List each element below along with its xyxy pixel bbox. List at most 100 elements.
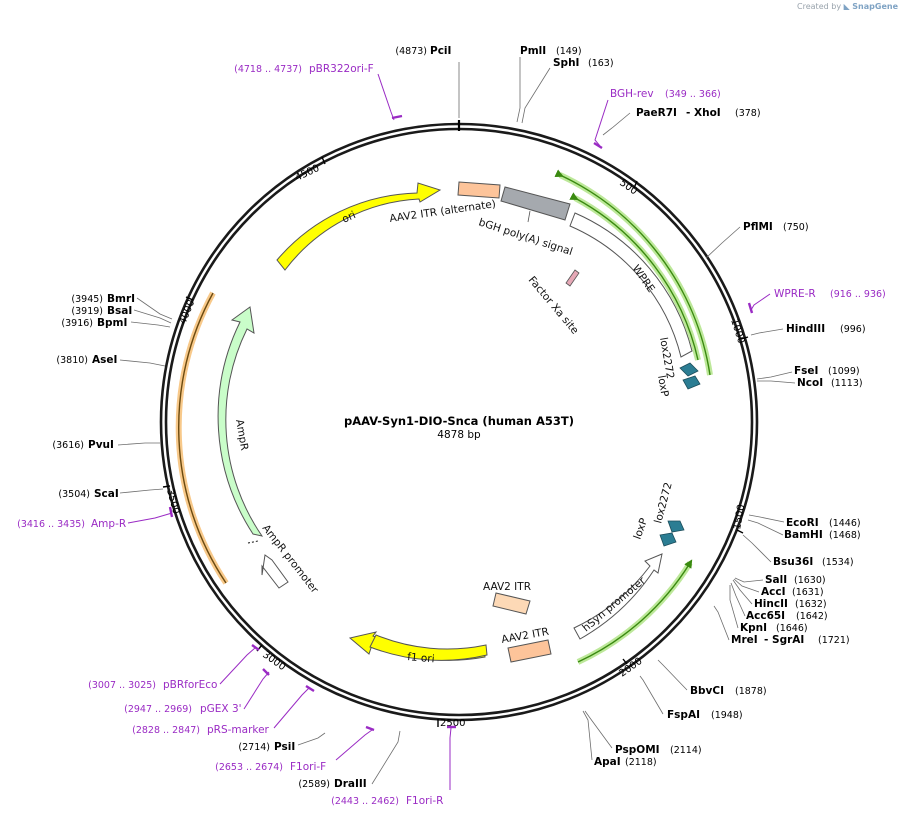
primer-pbrforeco-bar <box>251 644 260 651</box>
site-name-sali[interactable]: SalI <box>765 574 787 586</box>
feature-label-factor-xa: Factor Xa site <box>526 274 581 336</box>
site-pos-bsai: (3919) <box>71 306 103 317</box>
primer-wpre-r-line <box>750 293 771 311</box>
site-name-sphi[interactable]: SphI <box>553 57 579 69</box>
feature-hsyn-promoter[interactable] <box>573 553 663 640</box>
primer-range-bgh-rev: (349 .. 366) <box>665 89 721 100</box>
feature-loxp-lower[interactable] <box>659 532 677 547</box>
feature-bgh-polya[interactable] <box>500 186 571 221</box>
site-name-bamhi[interactable]: BamHI <box>784 529 823 541</box>
site-name-scai[interactable]: ScaI <box>94 488 119 500</box>
site-pos-acc65i: (1642) <box>796 611 828 622</box>
tick-500 <box>633 180 638 189</box>
leader-acc65i <box>730 582 746 617</box>
feature-aav2-itr-lower[interactable] <box>507 639 552 663</box>
feature-label-lox2272-lower: lox2272 <box>652 481 674 525</box>
site-name-pcii[interactable]: PciI <box>430 45 451 57</box>
site-name-pmli[interactable]: PmlI <box>520 45 546 57</box>
feature-loxp-upper[interactable] <box>682 375 701 390</box>
site-pos-sgrai: (1721) <box>818 635 850 646</box>
site-pos-sali: (1630) <box>794 575 826 586</box>
site-name-acci[interactable]: AccI <box>761 586 785 598</box>
site-name-bsai[interactable]: BsaI <box>107 305 132 317</box>
feature-label-ori: ori <box>340 209 357 226</box>
site-name-asei[interactable]: AseI <box>92 354 117 366</box>
feature-aav2-itr-alternate[interactable] <box>457 181 501 199</box>
site-name-ncoi[interactable]: NcoI <box>797 377 823 389</box>
site-name-bbvci[interactable]: BbvCI <box>690 685 724 697</box>
primer-name-f1ori-f[interactable]: F1ori-F <box>290 761 326 773</box>
feature-ampr[interactable] <box>217 306 264 537</box>
tick-4000 <box>185 296 194 301</box>
orf-arrow-upper-inner <box>569 192 699 361</box>
site-name-hincii[interactable]: HincII <box>754 598 788 610</box>
site-name-fsei[interactable]: FseI <box>794 365 818 377</box>
site-pos-asei: (3810) <box>56 355 88 366</box>
site-name-paer7i[interactable]: PaeR7I <box>636 107 677 119</box>
site-name-sgrai[interactable]: - SgrAI <box>764 634 804 646</box>
snapgene-logo-icon: ◣ <box>843 2 850 11</box>
leader-sphi <box>521 67 551 124</box>
site-name-bpmi[interactable]: BpmI <box>97 317 127 329</box>
primer-pgex3-line <box>243 671 270 710</box>
feature-lox2272-upper[interactable] <box>679 362 699 377</box>
primer-range-f1ori-r: (2443 .. 2462) <box>331 796 399 807</box>
site-name-pspomi[interactable]: PspOMI <box>615 744 660 756</box>
primer-wpre-r-bar <box>747 302 754 314</box>
site-name-acc65i[interactable]: Acc65I <box>746 610 785 622</box>
primer-name-f1ori-r[interactable]: F1ori-R <box>406 795 443 807</box>
site-name-xhoi[interactable]: - XhoI <box>686 107 721 119</box>
site-name-ecori[interactable]: EcoRI <box>786 517 819 529</box>
site-name-draiii[interactable]: DraIII <box>334 778 367 790</box>
primer-name-amp-r[interactable]: Amp-R <box>91 518 126 530</box>
tick-label-3500: 3500 <box>164 488 181 515</box>
leader-bmri <box>136 297 173 320</box>
primer-name-wpre-r[interactable]: WPRE-R <box>774 288 816 300</box>
leader-pspomi <box>584 710 613 749</box>
site-name-mrei[interactable]: MreI <box>731 634 758 646</box>
credit-brand: SnapGene <box>852 2 898 11</box>
feature-ampr-promoter[interactable] <box>261 554 289 589</box>
primer-bgh-rev-bar <box>593 141 603 150</box>
leader-mrei <box>713 605 730 641</box>
primer-name-pbrforeco[interactable]: pBRforEco <box>163 679 217 691</box>
site-pos-bamhi: (1468) <box>829 530 861 541</box>
primer-name-prs-marker[interactable]: pRS-marker <box>207 724 270 736</box>
site-name-hindiii[interactable]: HindIII <box>786 323 825 335</box>
primer-name-pgex3[interactable]: pGEX 3' <box>200 703 242 715</box>
feature-ori[interactable] <box>276 182 442 271</box>
site-labels: (4873) PciI PmlI (149) SphI (163) PaeR7I… <box>52 45 865 790</box>
site-name-pvui[interactable]: PvuI <box>88 439 114 451</box>
site-name-psii[interactable]: PsiI <box>274 741 295 753</box>
feature-label-f1-ori: f1 ori <box>407 651 435 665</box>
feature-wpre[interactable] <box>569 212 693 358</box>
primer-range-pbr322ori-f: (4718 .. 4737) <box>234 64 302 75</box>
site-name-bmri[interactable]: BmrI <box>107 293 135 305</box>
site-name-pflmi[interactable]: PflMI <box>743 221 773 233</box>
site-name-fspai[interactable]: FspAI <box>667 709 700 721</box>
primer-range-wpre-r: (916 .. 936) <box>830 289 886 300</box>
credit-prefix: Created by <box>797 2 842 11</box>
feature-label-loxp-upper: loxP <box>655 374 671 397</box>
feature-aav2-itr-middle[interactable] <box>492 592 531 615</box>
site-pos-acci: (1631) <box>792 587 824 598</box>
feature-factor-xa[interactable] <box>565 269 580 287</box>
site-pos-kpni: (1646) <box>776 623 808 634</box>
site-name-bsu36i[interactable]: Bsu36I <box>773 556 813 568</box>
site-pos-draiii: (2589) <box>298 779 330 790</box>
primer-amp-r-bar <box>168 506 174 518</box>
site-name-kpni[interactable]: KpnI <box>740 622 767 634</box>
tick-label-500: 500 <box>617 177 639 197</box>
site-name-apai[interactable]: ApaI <box>594 756 621 768</box>
primer-labels: (4718 .. 4737) pBR322ori-F BGH-rev (349 … <box>17 63 886 807</box>
site-pos-pmli: (149) <box>556 46 582 57</box>
leader-pvui <box>117 442 160 446</box>
feature-lox2272-lower[interactable] <box>667 520 685 533</box>
leader-psii <box>297 732 326 746</box>
primer-name-bgh-rev[interactable]: BGH-rev <box>610 88 654 100</box>
feature-label-loxp-lower: loxP <box>632 517 651 541</box>
primer-name-pbr322ori-f[interactable]: pBR322ori-F <box>309 63 374 75</box>
primer-f1ori-f-bar <box>365 725 375 732</box>
site-pos-bbvci: (1878) <box>735 686 767 697</box>
site-pos-fsei: (1099) <box>828 366 860 377</box>
